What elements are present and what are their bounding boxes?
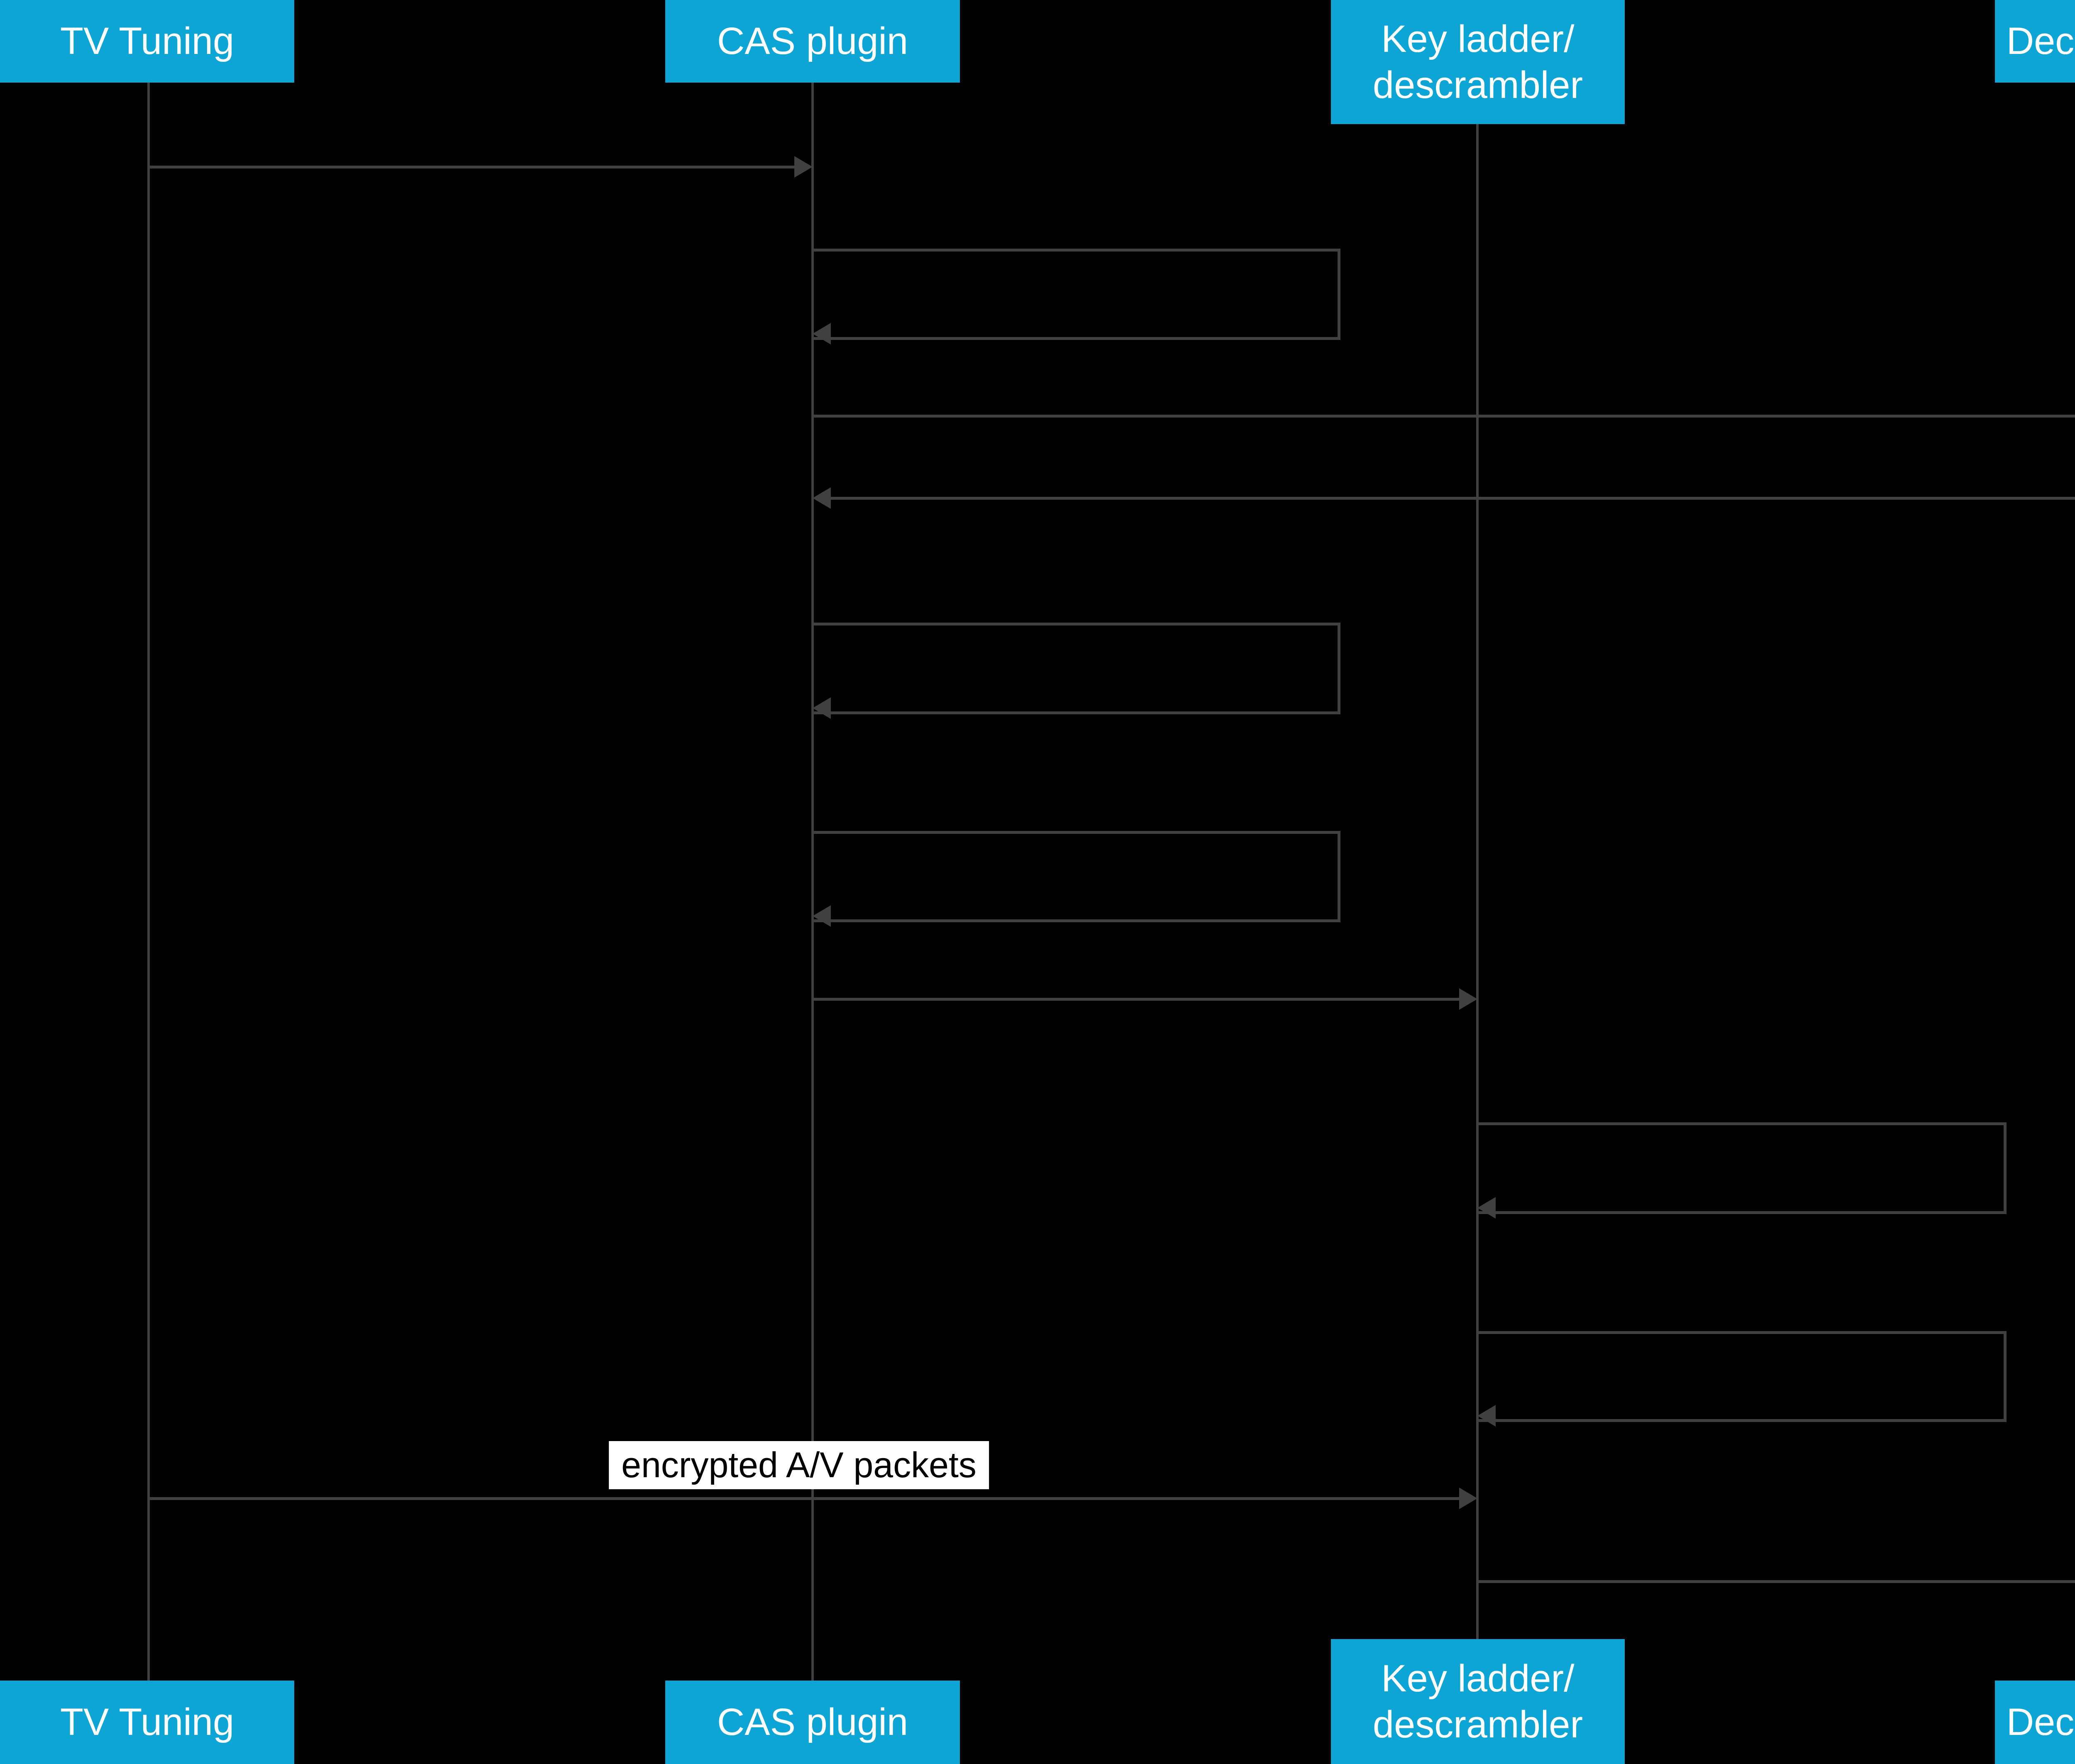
arrowhead-left-icon	[813, 905, 831, 927]
actor-box-bottom: CAS plugin	[665, 1681, 960, 1764]
lifeline	[1476, 124, 1479, 1639]
message-arrow-line	[813, 415, 2075, 418]
message-arrow-line	[831, 497, 2075, 500]
self-message-loop	[1477, 1331, 2007, 1422]
arrowhead-left-icon	[813, 487, 831, 509]
arrowhead-right-icon	[794, 156, 813, 178]
actor-box-top: Decode, display	[1995, 0, 2075, 83]
arrowhead-left-icon	[813, 323, 831, 344]
arrowhead-right-icon	[1459, 1488, 1477, 1509]
message-arrow-line	[149, 1497, 1459, 1500]
actor-box-bottom: Decode, display	[1995, 1681, 2075, 1764]
self-message-loop	[813, 249, 1340, 340]
self-message-loop	[813, 831, 1340, 922]
self-message-loop	[1477, 1122, 2007, 1214]
message-arrow-line	[149, 166, 794, 169]
message-arrow-line	[1477, 1580, 2075, 1583]
actor-box-top: Key ladder/ descrambler	[1331, 0, 1625, 124]
actor-box-bottom: Key ladder/ descrambler	[1331, 1639, 1625, 1764]
arrowhead-left-icon	[813, 697, 831, 719]
arrowhead-right-icon	[1459, 988, 1477, 1010]
message-label: encrypted A/V packets	[609, 1441, 989, 1489]
arrowhead-left-icon	[1477, 1197, 1496, 1219]
message-arrow-line	[813, 998, 1459, 1001]
arrowhead-left-icon	[1477, 1405, 1496, 1427]
actor-box-top: TV Tuning	[0, 0, 294, 83]
self-message-loop	[813, 623, 1340, 714]
lifeline	[811, 83, 814, 1681]
lifeline	[147, 83, 150, 1681]
actor-box-bottom: TV Tuning	[0, 1681, 294, 1764]
actor-box-top: CAS plugin	[665, 0, 960, 83]
